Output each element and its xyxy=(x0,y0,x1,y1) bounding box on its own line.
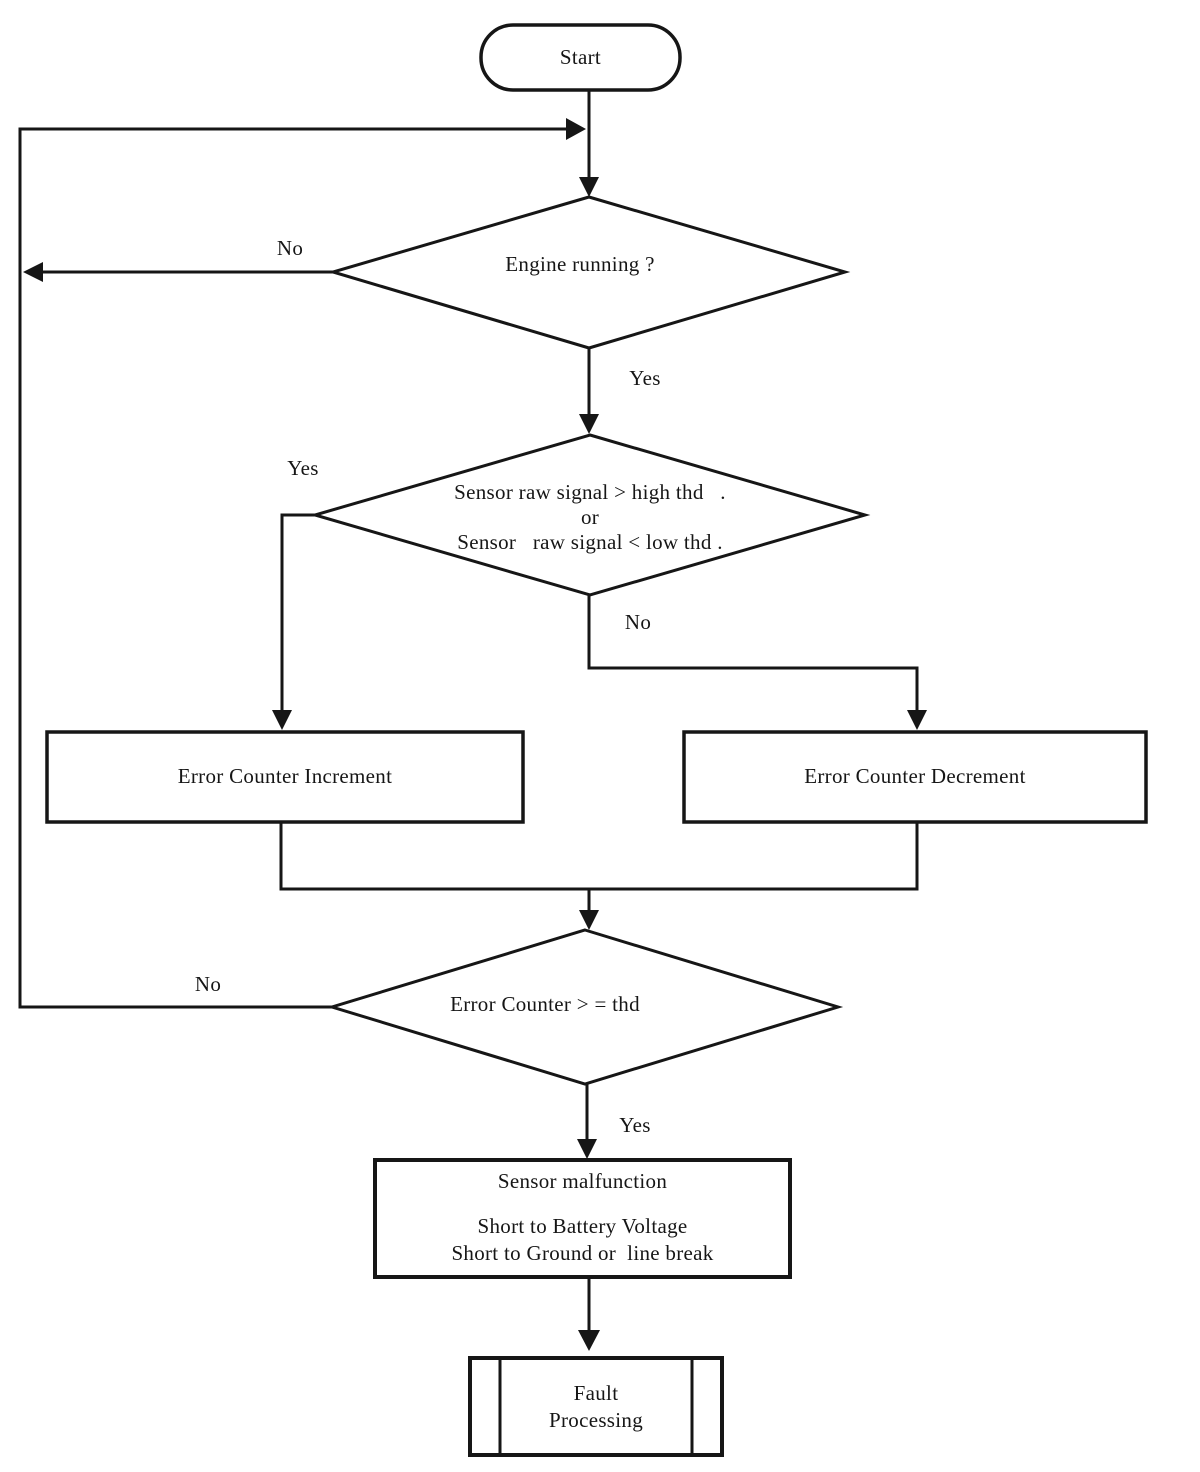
engine-no-label: No xyxy=(276,236,304,260)
fault-processing-box-shape xyxy=(468,1356,724,1457)
edge-sensor-yes xyxy=(280,513,315,714)
engine-running-diamond-shape xyxy=(327,195,851,350)
arrowhead-sensor-top xyxy=(579,414,599,434)
edge-loop-back-to-top xyxy=(18,127,568,1009)
arrowhead-malfunction-top xyxy=(577,1139,597,1159)
sensor-malfunction-title: Sensor malfunction xyxy=(497,1169,668,1193)
arrowhead-fault-top xyxy=(578,1330,600,1351)
arrowhead-engine-no xyxy=(23,262,43,282)
arrowhead-increment-top xyxy=(272,710,292,730)
fault-processing-line2: Processing xyxy=(549,1407,643,1432)
error-threshold-diamond-shape xyxy=(326,928,844,1086)
arrowhead-threshold-top xyxy=(579,910,599,930)
sensor-no-label: No xyxy=(624,610,652,634)
start-label: Start xyxy=(559,44,602,69)
sensor-signal-label: Sensor raw signal > high thd . or Sensor… xyxy=(365,480,815,555)
sensor-malfunction-line2: Short to Ground or line break xyxy=(451,1241,714,1265)
sensor-signal-line2: or xyxy=(580,505,600,529)
error-threshold-label: Error Counter > = thd xyxy=(450,992,640,1016)
error-increment-box-shape xyxy=(45,730,525,824)
sensor-signal-line3: Sensor raw signal < low thd . xyxy=(457,530,723,554)
fault-processing-label: Fault Processing xyxy=(500,1358,692,1455)
sensor-malfunction-line1: Short to Battery Voltage xyxy=(477,1214,688,1238)
engine-yes-label: Yes xyxy=(629,366,661,390)
sensor-malfunction-box-shape xyxy=(373,1158,792,1279)
sensor-malfunction-label: Sensor malfunction Short to Battery Volt… xyxy=(375,1168,790,1267)
start-terminator-shape xyxy=(479,23,682,92)
error-decrement-box-shape xyxy=(682,730,1148,824)
arrowhead-into-top-line xyxy=(566,118,586,140)
threshold-no-label: No xyxy=(194,972,222,996)
sensor-signal-diamond-shape xyxy=(309,433,871,597)
edge-sensor-no xyxy=(587,595,919,714)
arrowhead-decrement-top xyxy=(907,710,927,730)
edge-merge xyxy=(279,822,919,891)
engine-running-label: Engine running ? xyxy=(505,252,655,276)
error-decrement-label: Error Counter Decrement xyxy=(804,764,1026,789)
fault-processing-line1: Fault xyxy=(573,1380,619,1405)
threshold-yes-label: Yes xyxy=(619,1113,651,1137)
error-increment-label: Error Counter Increment xyxy=(177,764,393,789)
arrowhead-engine-top xyxy=(579,177,599,197)
sensor-malfunction-spacer xyxy=(375,1195,790,1213)
sensor-yes-label: Yes xyxy=(287,456,319,480)
sensor-signal-line1: Sensor raw signal > high thd . xyxy=(454,480,726,504)
